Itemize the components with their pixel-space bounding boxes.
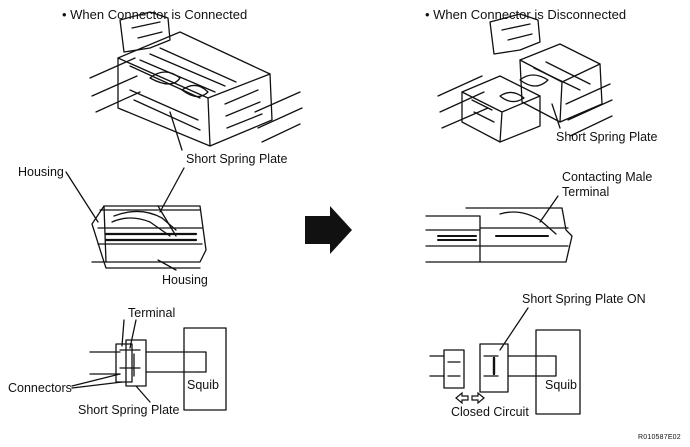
connected-circuit-diagram bbox=[71, 319, 227, 411]
connectors-label: Connectors bbox=[8, 381, 72, 395]
short-spring-plate-on-label: Short Spring Plate ON bbox=[522, 292, 646, 306]
contacting-male-terminal-label-line2: Terminal bbox=[562, 185, 610, 199]
housing-label-bottom: Housing bbox=[162, 273, 208, 287]
terminal-label: Terminal bbox=[128, 306, 176, 320]
leader-line bbox=[169, 111, 183, 151]
disconnected-connector-illustration bbox=[437, 13, 613, 143]
connected-connector-illustration bbox=[89, 11, 303, 147]
disconnected-heading: • When Connector is Disconnected bbox=[425, 7, 627, 22]
connected-heading: • When Connector is Connected bbox=[62, 7, 248, 22]
leader-line bbox=[159, 167, 185, 213]
disconnected-circuit-diagram bbox=[429, 307, 581, 415]
left-right-arrows-icon bbox=[455, 391, 485, 405]
leader-line bbox=[65, 171, 99, 223]
short-spring-plate-label: Short Spring Plate bbox=[186, 152, 288, 166]
squib-label-right: Squib bbox=[545, 378, 577, 392]
right-arrow-icon bbox=[305, 206, 352, 254]
leader-line bbox=[551, 103, 561, 129]
squib-label-left: Squib bbox=[187, 378, 219, 392]
short-spring-plate-label-bottom: Short Spring Plate bbox=[78, 403, 180, 417]
connected-housing-cross-section bbox=[91, 205, 207, 269]
housing-label-top: Housing bbox=[18, 165, 64, 179]
leader-line bbox=[157, 259, 177, 271]
leader-line bbox=[539, 195, 559, 223]
figure-code: R010587E02 bbox=[638, 434, 681, 441]
short-spring-plate-label-right: Short Spring Plate bbox=[556, 130, 658, 144]
disconnected-housing-cross-section bbox=[425, 207, 573, 263]
contacting-male-terminal-label-line1: Contacting Male bbox=[562, 170, 653, 184]
closed-circuit-label: Closed Circuit bbox=[451, 405, 529, 419]
